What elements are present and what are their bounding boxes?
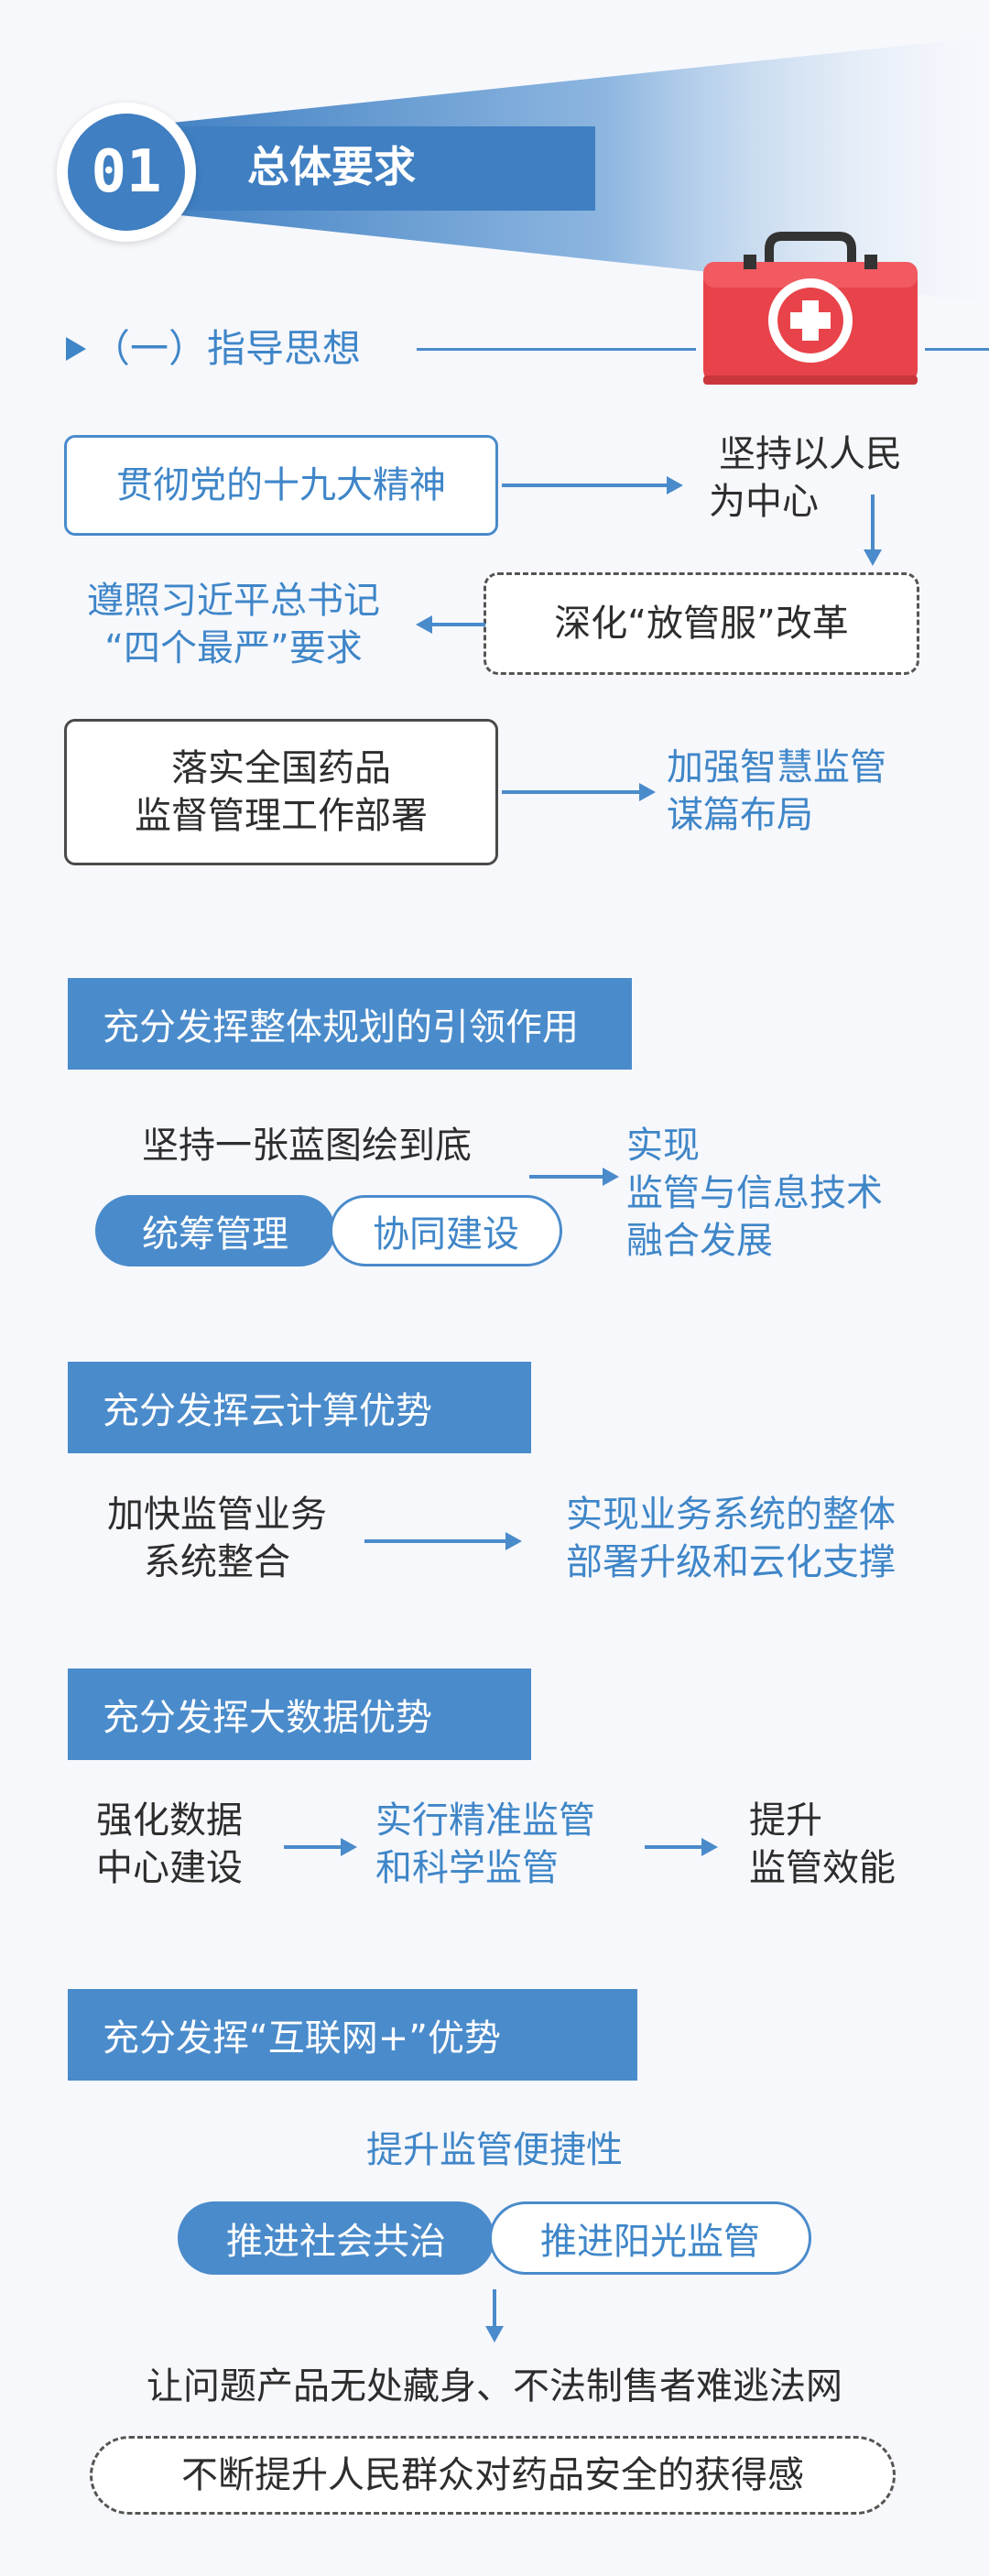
arrow-right-icon <box>284 1838 357 1856</box>
final-goal-box: 不断提升人民群众对药品安全的获得感 <box>90 2436 896 2515</box>
people-centered-text: 坚持以人民 为中心 <box>709 433 902 523</box>
blueprint-text: 坚持一张蓝图绘到底 <box>142 1125 472 1167</box>
page-title: 总体要求 <box>247 142 416 191</box>
guiding-heading: （一）指导思想 <box>92 326 362 371</box>
smart-regulation-text: 加强智慧监管 谋篇布局 <box>667 746 886 836</box>
data-center-text: 强化数据 中心建设 <box>96 1799 243 1889</box>
arrow-right-icon <box>645 1838 718 1856</box>
arrow-left-icon <box>416 615 485 634</box>
pill-sunshine-regulation: 推进阳光监管 <box>489 2201 811 2275</box>
section-number-circle: 01 <box>68 114 185 231</box>
heading-rule <box>417 348 696 351</box>
section2-banner: 充分发挥云计算优势 <box>68 1362 531 1453</box>
pill-social-cogovernance: 推进社会共治 <box>178 2201 494 2275</box>
strict-requirements-text: 遵照习近平总书记 “四个最严”要求 <box>87 580 380 669</box>
final-goal-label: 不断提升人民群众对药品安全的获得感 <box>181 2454 804 2496</box>
box-deploy: 落实全国药品 监督管理工作部署 <box>64 719 498 865</box>
play-marker-icon <box>66 337 86 361</box>
arrow-right-icon <box>529 1168 619 1186</box>
pill-coordinated-management: 统筹管理 <box>95 1195 335 1266</box>
box-nineteenth-congress: 贯彻党的十九大精神 <box>64 435 498 536</box>
pill-collaborative-construction: 协同建设 <box>330 1195 562 1266</box>
medical-kit-icon <box>703 232 918 385</box>
arrow-down-icon <box>864 495 882 566</box>
section4-banner: 充分发挥“互联网+”优势 <box>68 1989 637 2081</box>
box-reform-label: 深化“放管服”改革 <box>554 603 849 645</box>
section3-banner: 充分发挥大数据优势 <box>68 1668 531 1760</box>
arrow-down-icon <box>485 2289 504 2342</box>
convenience-text: 提升监管便捷性 <box>366 2129 623 2171</box>
box-reform: 深化“放管服”改革 <box>484 572 919 675</box>
arrow-right-icon <box>502 783 656 801</box>
integration-result-text: 实现 监管与信息技术 融合发展 <box>626 1125 883 1262</box>
outcome-text: 让问题产品无处藏身、不法制售者难逃法网 <box>147 2365 842 2408</box>
cloud-support-text: 实现业务系统的整体 部署升级和云化支撑 <box>566 1494 896 1583</box>
section-number: 01 <box>91 138 162 206</box>
efficiency-text: 提升 监管效能 <box>749 1799 896 1889</box>
system-integration-text: 加快监管业务 系统整合 <box>107 1494 327 1583</box>
section1-banner: 充分发挥整体规划的引领作用 <box>68 978 632 1070</box>
box-nineteenth-congress-label: 贯彻党的十九大精神 <box>116 464 446 506</box>
heading-rule-right <box>925 348 989 351</box>
precise-regulation-text: 实行精准监管 和科学监管 <box>375 1799 595 1889</box>
arrow-right-icon <box>502 476 683 495</box>
arrow-right-icon <box>364 1532 522 1550</box>
